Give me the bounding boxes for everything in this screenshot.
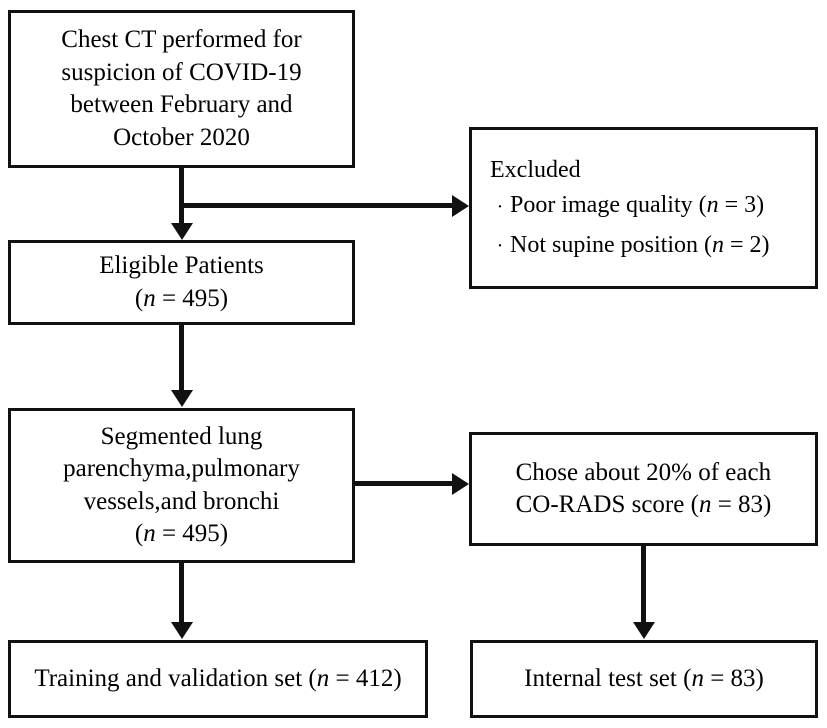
- node-training-validation-set: Training and validation set (n = 412): [8, 640, 428, 718]
- connector-eligible-to-segmented-line: [179, 325, 184, 391]
- node-chose-corads-text: Chose about 20% of each CO-RADS score (n…: [506, 457, 782, 522]
- excluded-bullet-1-value: = 3): [718, 192, 765, 219]
- node-training-validation-set-text: Training and validation set (n = 412): [24, 663, 411, 696]
- segmented-var: n: [143, 520, 156, 547]
- eligible-paren-open: (: [134, 284, 144, 312]
- connector-branch-to-excluded-arrowhead: [452, 194, 469, 217]
- excluded-bullet-2-text: Not supine position (: [510, 231, 712, 258]
- connector-chose-to-internal-arrowhead: [632, 622, 655, 639]
- internal-text: Internal test set (: [524, 664, 692, 692]
- excluded-bullet-item-2: · Not supine position (n = 2): [490, 230, 770, 261]
- training-var: n: [316, 664, 330, 692]
- excluded-bullet-1-text: Poor image quality (: [510, 192, 707, 219]
- connector-segmented-to-training-line: [179, 563, 184, 623]
- connector-segmented-to-training-arrowhead: [170, 622, 193, 639]
- node-excluded: Excluded · Poor image quality (n = 3) · No…: [469, 127, 818, 289]
- internal-var: n: [691, 664, 704, 692]
- chose-line-2: CO-RADS score (: [515, 491, 699, 518]
- excluded-bullet-1-var: n: [706, 192, 719, 219]
- training-value: = 412): [329, 664, 402, 692]
- connector-branch-to-excluded-line: [179, 203, 452, 208]
- segmented-paren-open: (: [134, 520, 144, 547]
- segmented-line-1: Segmented lung: [100, 422, 263, 450]
- connector-segmented-to-chose-arrowhead: [452, 472, 469, 495]
- chest-ct-line-3: between February and: [70, 91, 293, 118]
- node-chest-ct-text: Chest CT performed for suspicion of COVI…: [51, 24, 311, 154]
- excluded-bullet-list: · Poor image quality (n = 3) · Not supine …: [490, 190, 770, 260]
- bullet-dot-icon: ·: [496, 235, 504, 258]
- segmented-line-2: parenchyma,pulmonary: [63, 455, 300, 482]
- segmented-line-3: vessels,and bronchi: [83, 487, 280, 515]
- connector-chestct-to-eligible-arrowhead: [170, 223, 193, 240]
- chose-line-1: Chose about 20% of each: [515, 458, 772, 486]
- node-internal-test-set-text: Internal test set (n = 83): [514, 663, 774, 696]
- connector-chose-to-internal-line: [641, 546, 646, 623]
- node-chose-corads: Chose about 20% of each CO-RADS score (n…: [469, 432, 818, 546]
- bullet-dot-icon: ·: [496, 195, 504, 218]
- connector-chestct-to-eligible-line: [179, 168, 184, 224]
- eligible-value: = 495): [155, 284, 229, 312]
- chose-var: n: [698, 491, 712, 518]
- internal-value: = 83): [703, 664, 764, 692]
- segmented-value: = 495): [155, 520, 229, 547]
- node-chest-ct: Chest CT performed for suspicion of COVI…: [8, 10, 355, 168]
- excluded-heading: Excluded: [490, 157, 581, 184]
- chest-ct-line-2: suspicion of COVID-19: [61, 58, 302, 86]
- node-segmented-lung-text: Segmented lung parenchyma,pulmonary vess…: [53, 421, 310, 551]
- eligible-line-1: Eligible Patients: [99, 252, 264, 279]
- connector-eligible-to-segmented-arrowhead: [170, 390, 193, 407]
- excluded-bullet-item-1: · Poor image quality (n = 3): [490, 190, 770, 221]
- node-internal-test-set: Internal test set (n = 83): [470, 640, 818, 718]
- eligible-var: n: [143, 284, 156, 312]
- chest-ct-line-1: Chest CT performed for: [61, 26, 302, 53]
- training-text: Training and validation set (: [34, 664, 317, 692]
- node-eligible-patients: Eligible Patients (n = 495): [8, 240, 355, 325]
- chose-value: = 83): [711, 491, 772, 518]
- node-eligible-patients-text: Eligible Patients (n = 495): [89, 250, 274, 315]
- node-excluded-text: Excluded · Poor image quality (n = 3) · No…: [472, 155, 780, 261]
- excluded-bullet-2-value: = 2): [724, 231, 770, 258]
- excluded-bullet-2-var: n: [712, 231, 724, 258]
- node-segmented-lung: Segmented lung parenchyma,pulmonary vess…: [8, 408, 355, 563]
- connector-segmented-to-chose-line: [355, 481, 452, 486]
- chest-ct-line-4: October 2020: [113, 123, 250, 151]
